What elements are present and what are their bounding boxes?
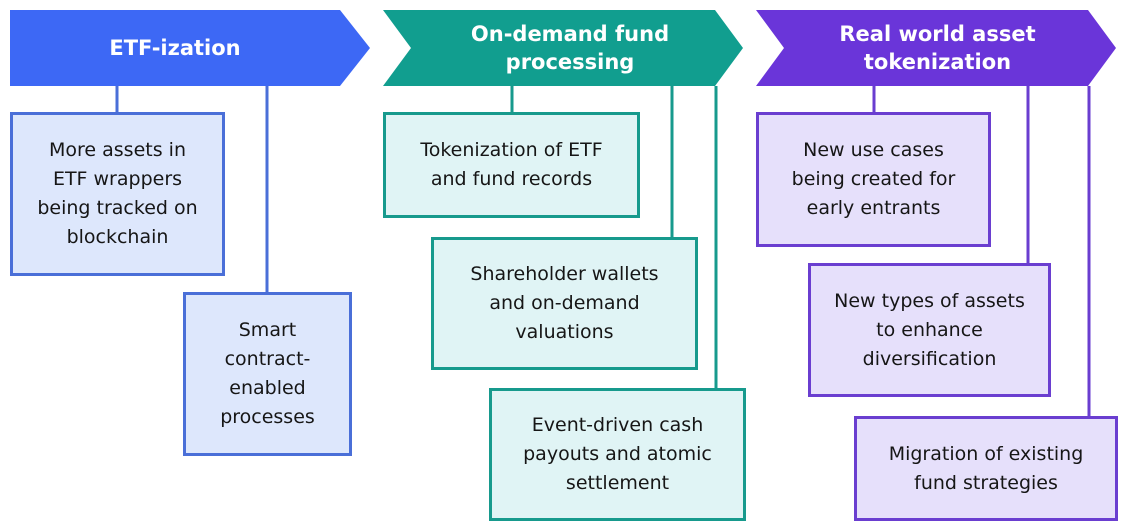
etf-item-box: More assets in ETF wrappers being tracke… [10, 112, 225, 276]
rwa-banner-shape [756, 10, 1116, 86]
ondemand-banner-shape [383, 10, 743, 86]
rwa-item-box: New use cases being created for early en… [756, 112, 991, 247]
ondemand-item-box: Tokenization of ETF and fund records [383, 112, 640, 218]
etf-banner-shape [10, 10, 370, 86]
rwa-banner-title: Real world asset tokenization [839, 22, 1036, 74]
rwa-item-box: Migration of existing fund strategies [854, 416, 1118, 521]
ondemand-item-box: Event-driven cash payouts and atomic set… [489, 388, 746, 521]
etf-item-box: Smart contract-enabled processes [183, 292, 352, 456]
ondemand-banner-title: On-demand fund processing [470, 22, 670, 74]
rwa-item-box: New types of assets to enhance diversifi… [808, 263, 1051, 397]
etf-banner-title: ETF-ization [109, 36, 241, 60]
ondemand-item-box: Shareholder wallets and on-demand valuat… [431, 237, 698, 370]
